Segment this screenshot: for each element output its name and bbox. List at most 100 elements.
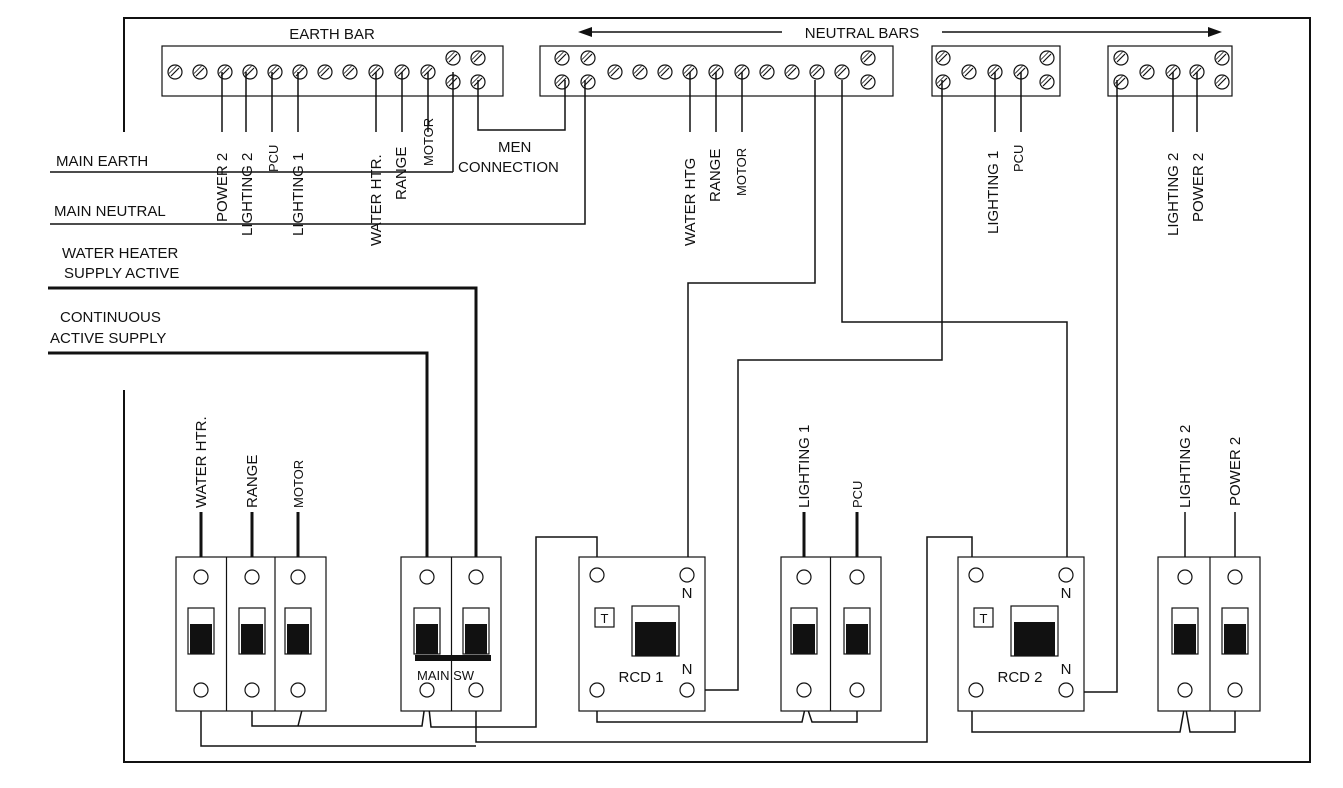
neutral-rcd2-label-1: POWER 2 <box>1190 153 1207 222</box>
water-heater-supply-line <box>48 286 478 566</box>
screw-terminal-icon <box>1039 50 1055 66</box>
earth-label-2: PCU <box>266 145 281 172</box>
breaker-line-terminal <box>193 569 209 585</box>
screw-terminal-icon <box>554 50 570 66</box>
earth-label-6: MOTOR <box>421 118 436 166</box>
screw-terminal-icon <box>167 64 183 80</box>
screw-terminal-icon <box>580 74 596 90</box>
breaker-toggle-icon <box>1174 624 1196 654</box>
arrow-right-icon <box>1208 27 1222 37</box>
continuous-label-2: ACTIVE SUPPLY <box>50 330 166 347</box>
rcd-neutral-out-label: N <box>682 661 693 678</box>
rcd1-label: RCD 1 <box>618 669 663 686</box>
breaker-label-range: RANGE <box>244 455 261 508</box>
neutral-rcd1-label-1: PCU <box>1011 145 1026 172</box>
neutral-label-2: MOTOR <box>734 148 749 196</box>
rcd-neutral-in-terminal <box>679 567 695 583</box>
neutral-drops <box>689 72 1198 132</box>
rcd-toggle-icon <box>635 622 676 656</box>
screw-terminal-icon <box>217 64 233 80</box>
screw-terminal-icon <box>445 50 461 66</box>
screw-terminal-icon <box>784 64 800 80</box>
screw-terminal-icon <box>860 74 876 90</box>
neutral-label-0: WATER HTG <box>682 158 699 246</box>
screw-terminal-icon <box>961 64 977 80</box>
screw-terminal-icon <box>935 50 951 66</box>
rcd-test-label: T <box>601 611 609 626</box>
earth-label-5: RANGE <box>393 147 410 200</box>
breaker-toggle-icon <box>465 624 487 654</box>
screw-terminal-icon <box>657 64 673 80</box>
main-neutral-label: MAIN NEUTRAL <box>54 203 166 220</box>
continuous-supply-line <box>48 351 429 566</box>
breaker-line-terminal <box>796 569 812 585</box>
main-switch-label: MAIN SW <box>417 668 475 683</box>
breaker-label-pcu: PCU <box>850 481 865 508</box>
breaker-toggle-icon <box>416 624 438 654</box>
screw-terminal-icon <box>580 50 596 66</box>
screw-terminal-icon <box>342 64 358 80</box>
screw-terminal-icon <box>317 64 333 80</box>
screw-terminal-icon <box>1113 74 1129 90</box>
rcd-neutral-out-label: N <box>1061 661 1072 678</box>
screw-terminal-icon <box>759 64 775 80</box>
screw-terminal-icon <box>1039 74 1055 90</box>
breaker-label-water-htr: WATER HTR. <box>193 416 210 508</box>
continuous-label-1: CONTINUOUS <box>60 309 161 326</box>
breaker-line-terminal <box>290 569 306 585</box>
rcd1-neutral-out <box>688 80 943 691</box>
enclosure-outline <box>123 17 1311 763</box>
rcd-neutral-out-terminal <box>1058 682 1074 698</box>
rcd-line-out-terminal <box>968 682 984 698</box>
neutral-bars-title: NEUTRAL BARS <box>805 25 919 42</box>
screw-terminal-icon <box>1139 64 1155 80</box>
breaker-line-terminal <box>419 569 435 585</box>
breaker-label-lighting-2: LIGHTING 2 <box>1177 425 1194 508</box>
rcd-toggle-icon <box>1014 622 1055 656</box>
labels: POWER 2 LIGHTING 2 PCU LIGHTING 1 WATER HTR.… <box>50 118 1244 683</box>
earth-label-3: LIGHTING 1 <box>290 153 307 236</box>
breaker-toggle-icon <box>846 624 868 654</box>
men-label-line2: CONNECTION <box>458 159 559 176</box>
neutral-rcd1-label-0: LIGHTING 1 <box>985 151 1002 234</box>
breaker-toggle-icon <box>241 624 263 654</box>
earth-drops <box>221 72 454 172</box>
rcd2-neutral-in <box>841 80 1068 572</box>
screw-terminal-icon <box>242 64 258 80</box>
screw-terminal-icon <box>292 64 308 80</box>
screw-terminal-icon <box>935 74 951 90</box>
rcd-line-out-terminal <box>589 682 605 698</box>
breaker-load-terminal <box>244 682 260 698</box>
screw-terminal-icon <box>809 64 825 80</box>
earth-bar-title: EARTH BAR <box>289 26 375 43</box>
men-link <box>477 80 566 131</box>
arrow-left-icon <box>578 27 592 37</box>
neutral-rcd2-label-0: LIGHTING 2 <box>1165 153 1182 236</box>
breaker-load-terminal <box>419 682 435 698</box>
screw-terminal-icon <box>267 64 283 80</box>
rcd-line-in-terminal <box>968 567 984 583</box>
breaker-line-terminal <box>849 569 865 585</box>
neutral-label-1: RANGE <box>707 149 724 202</box>
screw-terminal-icon <box>1113 50 1129 66</box>
breaker-label-power-2: POWER 2 <box>1227 437 1244 506</box>
rcd2-label: RCD 2 <box>997 669 1042 686</box>
screw-terminal-icon <box>860 50 876 66</box>
breaker-load-terminal <box>290 682 306 698</box>
breaker-load-terminal <box>193 682 209 698</box>
screw-terminal-icon <box>1214 74 1230 90</box>
breaker-load-terminal <box>1177 682 1193 698</box>
men-label-line1: MEN <box>498 139 531 156</box>
rcd-test-button <box>594 607 615 628</box>
bar-screws <box>167 50 1230 90</box>
breaker-load-terminal <box>796 682 812 698</box>
screw-terminal-icon <box>1214 50 1230 66</box>
breaker-load-terminal <box>1227 682 1243 698</box>
main-neutral-line <box>50 80 586 225</box>
breaker-label-motor: MOTOR <box>291 460 306 508</box>
rcd-neutral-in-label: N <box>1061 585 1072 602</box>
earth-label-1: LIGHTING 2 <box>239 153 256 236</box>
